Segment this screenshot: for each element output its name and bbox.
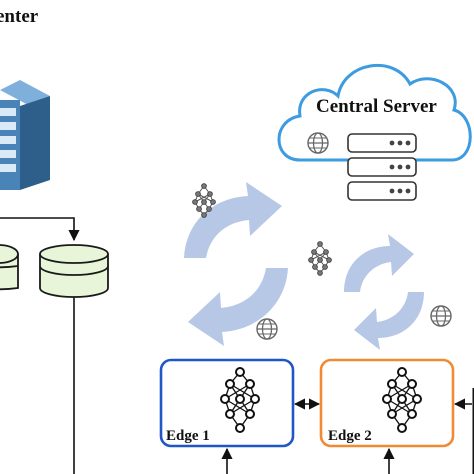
neural-network-icon <box>308 241 332 276</box>
edge-links <box>221 388 474 474</box>
server-stack-icon <box>347 133 417 201</box>
globe-icon <box>256 318 278 340</box>
datacenter-links <box>0 217 80 474</box>
globe-icon <box>430 305 452 327</box>
globe-icon <box>307 132 329 154</box>
server-rack-icon <box>0 80 50 190</box>
cloud-icon <box>277 64 472 162</box>
central-server-title: Central Server <box>316 96 437 117</box>
edge-node-2 <box>319 358 455 448</box>
database-icon <box>0 244 109 298</box>
edge-node-1 <box>159 358 295 448</box>
edge-2-label: Edge 2 <box>328 428 372 444</box>
sync-arrows-icon <box>344 234 424 350</box>
data-center-title: enter <box>0 6 39 27</box>
edge-1-label: Edge 1 <box>166 428 210 444</box>
sync-arrows-icon <box>184 182 288 346</box>
